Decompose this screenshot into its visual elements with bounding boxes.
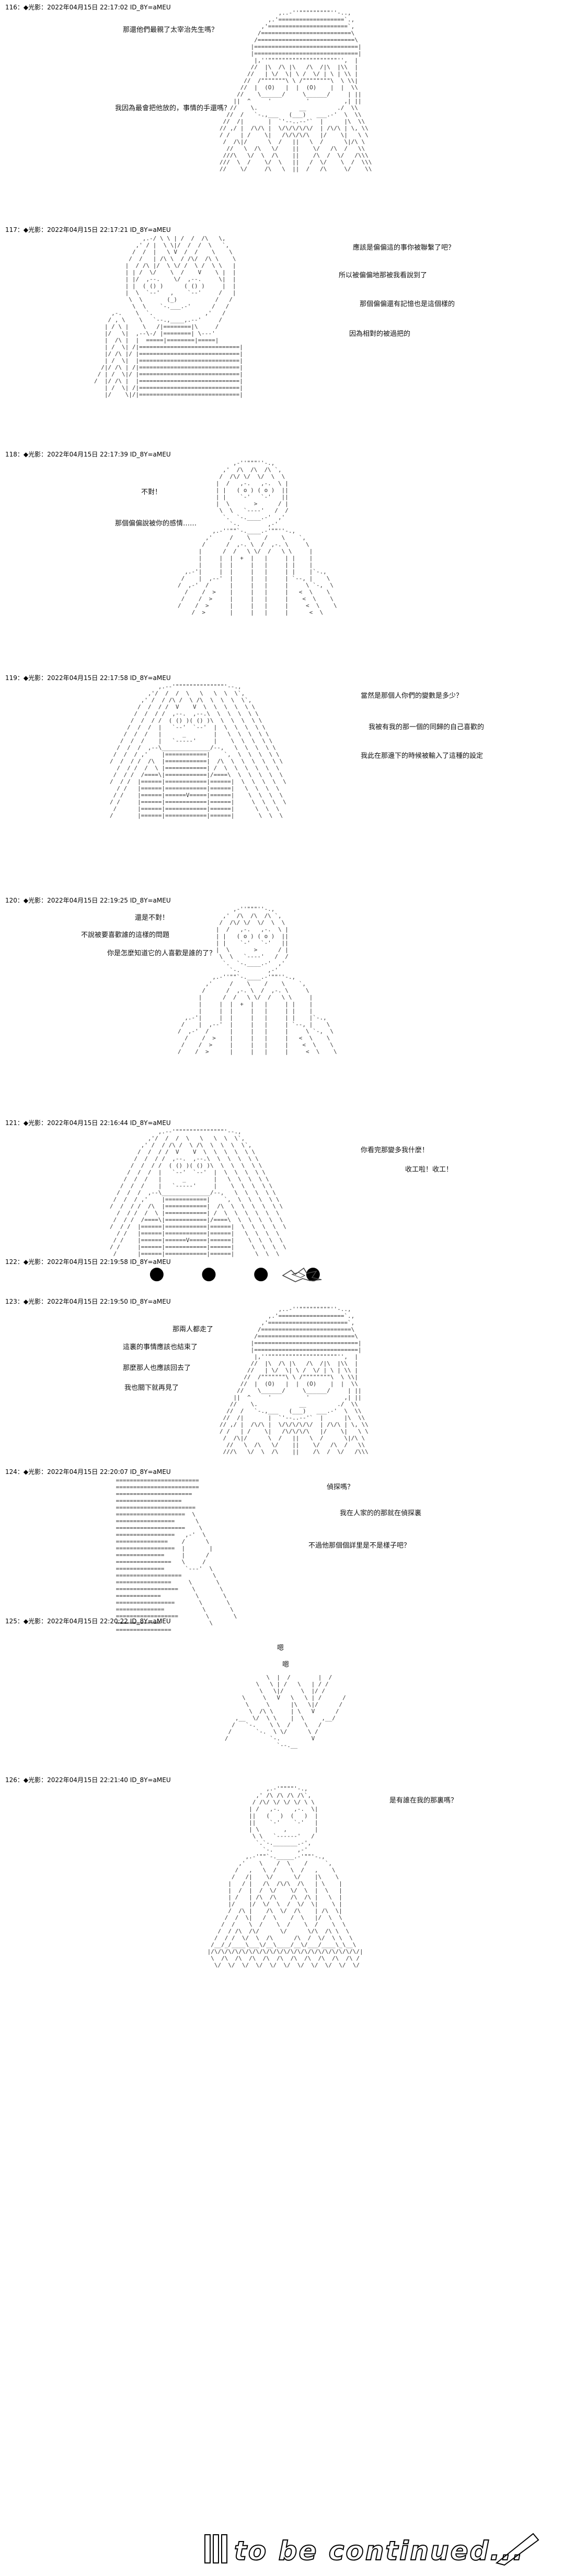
- dialogue-line: 嗯: [277, 1644, 284, 1652]
- dialogue-line: 不說被要喜歡誰的這樣的問題: [81, 931, 170, 939]
- ascii-art-boy-sitting: ,.-'""""'-., ,' /\ /\ /\ /\`, / /\/ \/ \…: [207, 1785, 363, 1969]
- dialogue-line: 我因為最會把他放的，事情的手還嗎？: [115, 104, 231, 112]
- post-header: 122：◆光影：2022年04月15日 22:19:58 ID_8Y=aMEU: [5, 1258, 171, 1266]
- scribble-drawing: [282, 1267, 322, 1282]
- post-header: 119：◆光影：2022年04月15日 22:17:58 ID_8Y=aMEU: [5, 674, 171, 682]
- ascii-art-girl-hands: ,.--'""""""""""""""'--., ,'/ / / \ \ \ \…: [110, 1128, 286, 1257]
- post-header: 116：◆光影：2022年04月15日 22:17:02 ID_8Y=aMEU: [5, 4, 171, 11]
- dialogue-line: 你是怎麼知道它的人喜歡是誰的了？: [107, 950, 216, 957]
- post-header: 126：◆光影：2022年04月15日 22:21:40 ID_8Y=aMEU: [5, 1776, 171, 1784]
- ascii-art-boy-thinking: ,-''"""''-., ,' /\ /\ /\ `, / /\/ \/ \/ …: [178, 906, 337, 1055]
- dialogue-line: 應該是偏偏這的事你被聯繫了吧？: [353, 244, 455, 252]
- ascii-art-girl-pose: ,.-/ \ \ | / / /\ \, ,' / | \ \|/ / / \ …: [94, 235, 243, 398]
- banner-bars: [204, 2534, 227, 2563]
- dialogue-line: 當然是那個人你們的變數是多少？: [361, 692, 463, 700]
- ascii-art-boy-thinking: ,-''"""''-., ,' /\ /\ /\ `, / /\/ \/ \/ …: [178, 460, 337, 616]
- ascii-art-girl-hands: ,.--'""""""""""""""'--., ,'/ / / \ \ \ \…: [110, 683, 286, 819]
- dialogue-line: 那個偏偏還有記憶也是這個樣的: [360, 300, 455, 308]
- dialogue-line: 收工啦！收工！: [405, 1166, 453, 1174]
- dialogue-line: 偵探嗎？: [327, 1483, 354, 1491]
- banner-text: to be continued...: [234, 2536, 524, 2566]
- post-header: 121：◆光影：2022年04月15日 22:16:44 ID_8Y=aMEU: [5, 1119, 171, 1127]
- dialogue-line: 我在人家的的那就在偵探裏: [340, 1509, 422, 1517]
- ascii-art-girl-cap: ,..-''"""""""""''-.., ,.'===============…: [220, 1306, 369, 1455]
- post-header: 124：◆光影：2022年04月15日 22:20:07 ID_8Y=aMEU: [5, 1468, 171, 1476]
- dialogue-line: 所以被偏偏地那被我看說到了: [339, 272, 428, 279]
- to-be-continued-banner: to be continued...: [204, 2533, 539, 2567]
- dialogue-line: 你看完那變多我什麼！: [361, 1146, 429, 1154]
- ascii-art-grass-shadows: \ | / | / \ \ | / \ | / / \ \|/ \ |/ / \…: [225, 1674, 346, 1749]
- dialogue-line: 因為相對的被過把的: [349, 330, 411, 338]
- ascii-art-figure-silhouette: ======================== ===============…: [116, 1477, 237, 1633]
- dialogue-line: 那麼那人也應該回去了: [123, 1364, 191, 1372]
- post-header: 118：◆光影：2022年04月15日 22:17:39 ID_8Y=aMEU: [5, 451, 171, 458]
- dialogue-line: 我也關下就再見了: [124, 1384, 179, 1392]
- dialogue-line: 那個偏偏說被你的感情……: [115, 520, 197, 528]
- ascii-art-girl-cap: ,..-''"""""""""''-.., ,.'===============…: [220, 9, 372, 172]
- dialogue-line: 那還他們最親了太宰治先生嗎？: [123, 26, 218, 34]
- dialogue-line: 那兩人都走了: [172, 1326, 214, 1333]
- post-header: 117：◆光影：2022年04月15日 22:17:21 ID_8Y=aMEU: [5, 226, 171, 233]
- post-header: 120：◆光影：2022年04月15日 22:19:25 ID_8Y=aMEU: [5, 897, 171, 904]
- dialogue-line: 不對！: [141, 488, 162, 496]
- dialogue-line: 嗯: [282, 1661, 290, 1669]
- dialogue-line: 這裏的事情應該也結束了: [123, 1343, 198, 1351]
- dialogue-line: 我被有我的那一個的同歸的自己喜歡的: [369, 723, 485, 731]
- banner-arrow: [495, 2533, 539, 2566]
- post-header: 123：◆光影：2022年04月15日 22:19:50 ID_8Y=aMEU: [5, 1298, 171, 1305]
- dialogue-line: 是有誰在我的那裏嗎？: [389, 1797, 458, 1805]
- dialogue-line: 不過他那個個詳里是不是樣子吧？: [308, 1542, 411, 1550]
- post-header: 125：◆光影：2022年04月15日 22:20:22 ID_8Y=aMEU: [5, 1618, 171, 1625]
- dialogue-line: 還是不對！: [135, 914, 169, 922]
- dialogue-line: 我此在那邊下的時候被輸入了這種的設定: [361, 752, 484, 760]
